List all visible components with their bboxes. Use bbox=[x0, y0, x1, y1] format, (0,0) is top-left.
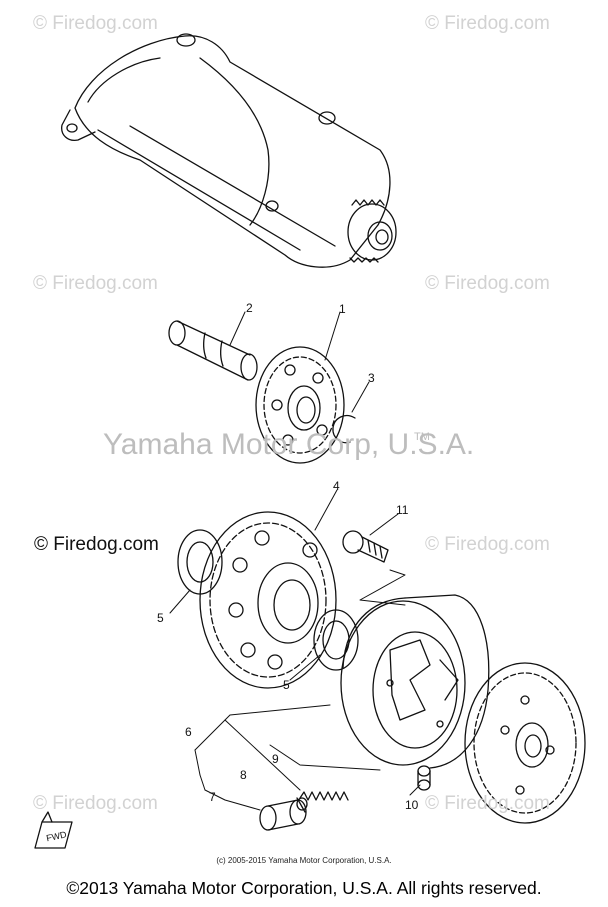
part-label-6: 6 bbox=[185, 725, 192, 739]
part-3-circlip bbox=[332, 414, 356, 444]
part-label-9: 9 bbox=[272, 752, 279, 766]
part-label-7: 7 bbox=[209, 790, 216, 804]
watermark: © Firedog.com bbox=[425, 273, 550, 294]
starter-motor bbox=[61, 33, 397, 268]
yamaha-watermark: Yamaha Motor Corp, U.S.A. bbox=[103, 428, 475, 461]
fwd-arrow-icon bbox=[34, 811, 73, 849]
part-7-roller bbox=[259, 799, 307, 831]
part-label-8: 8 bbox=[240, 768, 247, 782]
part-2-shaft bbox=[168, 320, 258, 381]
watermark: © Firedog.com bbox=[425, 793, 550, 814]
diagram-copyright: (c) 2005-2015 Yamaha Motor Corporation, … bbox=[216, 856, 392, 865]
part-5-washer-left bbox=[177, 529, 223, 595]
part-label-3: 3 bbox=[368, 371, 375, 385]
watermark: © Firedog.com bbox=[33, 13, 158, 34]
trademark-mark: TM bbox=[414, 431, 430, 443]
fwd-label: FWD bbox=[45, 829, 68, 843]
firedog-watermark-dark: © Firedog.com bbox=[34, 534, 159, 555]
watermark: © Firedog.com bbox=[425, 534, 550, 555]
part-1-idler-gear bbox=[255, 346, 345, 464]
part-label-4: 4 bbox=[333, 479, 340, 493]
watermark: © Firedog.com bbox=[425, 13, 550, 34]
part-10-pin bbox=[417, 765, 431, 791]
watermark: © Firedog.com bbox=[33, 793, 158, 814]
part-label-1: 1 bbox=[339, 302, 346, 316]
part-label-11: 11 bbox=[396, 503, 409, 517]
part-label-5b: 5 bbox=[283, 678, 290, 692]
footer-copyright: ©2013 Yamaha Motor Corporation, U.S.A. A… bbox=[66, 878, 542, 898]
part-4-large-gear bbox=[199, 511, 337, 689]
part-label-10: 10 bbox=[405, 798, 419, 812]
part-11-bolt bbox=[342, 530, 389, 563]
leader-lines bbox=[169, 311, 421, 811]
starter-clutch-housing bbox=[340, 594, 490, 769]
part-5-washer-right bbox=[313, 609, 359, 671]
ring-gear bbox=[464, 662, 586, 824]
part-label-5: 5 bbox=[157, 611, 164, 625]
part-label-2: 2 bbox=[246, 301, 253, 315]
watermark: © Firedog.com bbox=[33, 273, 158, 294]
part-9-spring bbox=[299, 791, 349, 801]
